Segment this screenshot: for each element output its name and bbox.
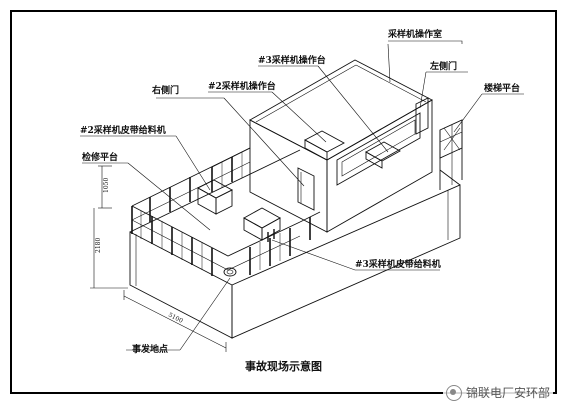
console-2-top	[365, 141, 401, 162]
dimension-lines	[90, 165, 227, 352]
console-2-side	[365, 151, 383, 169]
accident-point-marker	[223, 267, 237, 277]
label-console-3: #3采样机操作台	[258, 54, 326, 66]
watermark-text: 锦联电厂安环部	[465, 386, 550, 400]
belt-feeder-3-left	[243, 217, 263, 241]
right-side-door	[297, 167, 315, 211]
wechat-logo-icon	[445, 384, 462, 401]
drawing-frame	[10, 10, 557, 394]
dim-rail-height: 1050	[103, 178, 110, 193]
room-left-wall	[249, 119, 328, 233]
label-left-door: 左侧门	[429, 60, 457, 72]
dim-platform-height: 2180	[95, 238, 102, 253]
diagram-caption: 事故现场示意图	[245, 359, 322, 373]
leader-lines	[80, 40, 524, 351]
label-belt-feeder-3: #3采样机皮带给料机	[355, 258, 441, 270]
console-3-side	[304, 139, 328, 161]
belt-feeder-2-right	[215, 189, 233, 215]
dim-platform-length: 5100	[167, 312, 184, 325]
room-front-wall	[326, 99, 433, 233]
left-side-door	[415, 97, 429, 135]
belt-feeder-3-top	[243, 207, 281, 229]
front-rail-top	[131, 205, 301, 257]
platform-back-edge	[129, 149, 301, 233]
console-3-top	[304, 130, 345, 153]
belt-feeder-2-top	[197, 179, 233, 199]
label-accident-point: 事发地点	[132, 343, 168, 355]
label-stair-platform: 楼梯平台	[484, 82, 520, 94]
label-sampler-room: 采样机操作室	[387, 28, 442, 40]
watermark: 锦联电厂安环部	[442, 383, 553, 402]
platform-front-face	[231, 184, 461, 339]
label-repair-platform: 检修平台	[82, 151, 118, 163]
platform-structure	[129, 59, 463, 339]
label-belt-feeder-2: #2采样机皮带给料机	[80, 124, 166, 136]
platform-right-edge	[439, 169, 461, 186]
front-window	[336, 112, 421, 186]
railings	[131, 147, 321, 276]
belt-feeder-3-right	[261, 217, 281, 241]
label-right-door: 右侧门	[151, 84, 179, 96]
label-console-2: #2采样机操作台	[208, 80, 276, 92]
